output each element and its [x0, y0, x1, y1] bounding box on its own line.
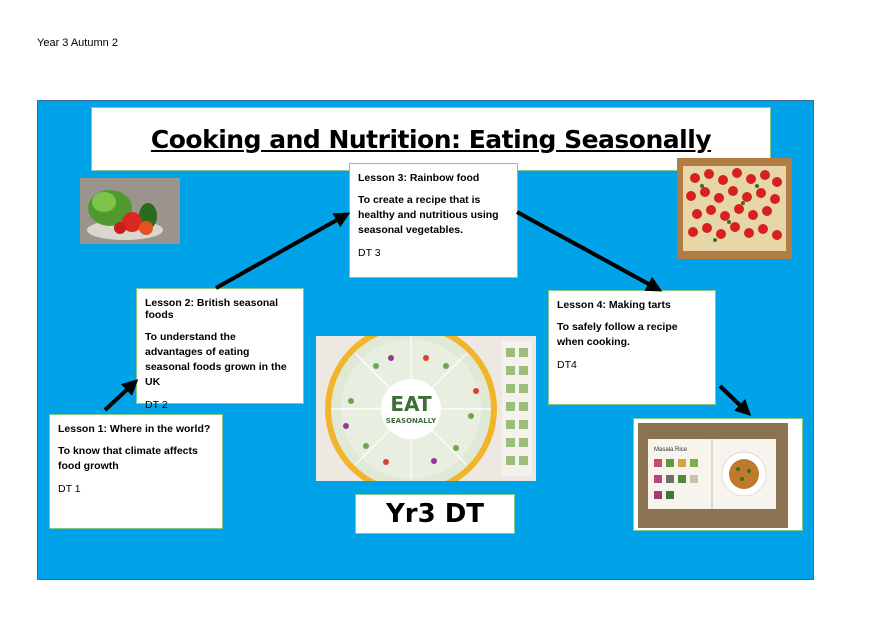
lesson-objective: To create a recipe that is healthy and n…: [358, 194, 499, 236]
recipe-book-image: Masala Rice: [633, 418, 803, 531]
vegetables-image: [80, 178, 180, 244]
lesson-card-4: Lesson 4: Making tarts To safely follow …: [548, 290, 716, 405]
lesson-code: DT 2: [145, 399, 168, 411]
eat-seasonally-poster: EAT SEASONALLY: [316, 336, 536, 481]
title-box: Cooking and Nutrition: Eating Seasonally: [91, 107, 771, 171]
lesson-code: DT4: [557, 359, 577, 371]
poster-word-eat: EAT: [390, 392, 432, 416]
lesson-code: DT 3: [358, 247, 381, 259]
year-badge-label: Yr3 DT: [385, 499, 485, 529]
lesson-title: Lesson 2: British seasonal foods: [145, 297, 279, 321]
lesson-objective: To understand the advantages of eating s…: [145, 331, 287, 388]
lesson-card-3: Lesson 3: Rainbow food To create a recip…: [349, 163, 518, 278]
document-header: Year 3 Autumn 2: [37, 37, 118, 49]
tomato-tart-image: [677, 158, 792, 259]
lesson-card-1: Lesson 1: Where in the world? To know th…: [49, 414, 223, 529]
poster-word-seasonally: SEASONALLY: [386, 417, 437, 425]
lesson-title: Lesson 1: Where in the world?: [58, 423, 211, 435]
lesson-title: Lesson 4: Making tarts: [557, 299, 671, 311]
year-badge: Yr3 DT: [355, 494, 515, 534]
lesson-objective: To safely follow a recipe when cooking.: [557, 321, 678, 348]
lesson-title: Lesson 3: Rainbow food: [358, 172, 480, 184]
recipe-book-title: Masala Rice: [654, 447, 688, 453]
lesson-card-2: Lesson 2: British seasonal foods To unde…: [136, 288, 304, 411]
page-title: Cooking and Nutrition: Eating Seasonally: [150, 124, 712, 154]
lesson-objective: To know that climate affects food growth: [58, 445, 198, 472]
lesson-code: DT 1: [58, 483, 81, 495]
